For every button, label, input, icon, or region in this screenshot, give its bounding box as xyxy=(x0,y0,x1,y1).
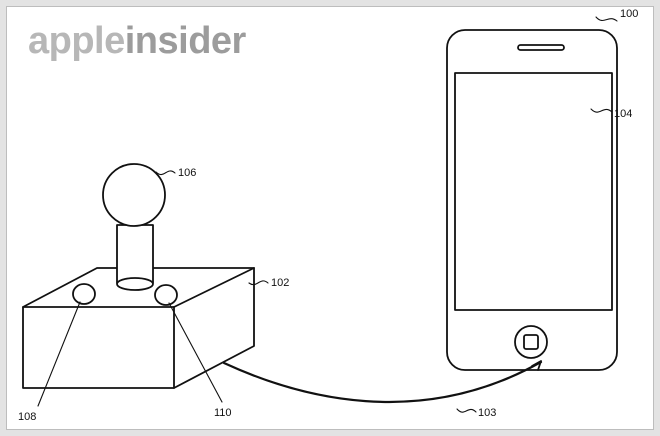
phone-device xyxy=(446,29,618,371)
reference-numerals: 100 104 106 102 103 108 110 xyxy=(18,8,638,423)
joystick-stick xyxy=(116,224,154,284)
leader-103 xyxy=(456,408,477,413)
stick-collar xyxy=(116,277,154,291)
label-102: 102 xyxy=(271,277,289,289)
phone-body xyxy=(446,29,618,371)
phone-screen xyxy=(454,72,613,311)
button-right xyxy=(154,284,178,306)
base-side-top-edge xyxy=(173,267,255,308)
label-104: 104 xyxy=(614,108,632,120)
figure-border xyxy=(6,6,654,430)
cable-plug xyxy=(531,360,542,371)
leader-108 xyxy=(37,301,81,407)
label-103: 103 xyxy=(478,407,496,419)
phone-speaker-slot xyxy=(517,44,565,51)
home-button xyxy=(514,325,548,359)
connector-cable xyxy=(222,360,543,404)
button-left xyxy=(72,283,96,305)
leader-104 xyxy=(590,108,613,113)
label-100: 100 xyxy=(620,8,638,20)
joystick-controller xyxy=(22,163,255,389)
label-108: 108 xyxy=(18,411,36,423)
leader-106 xyxy=(155,170,176,176)
home-button-icon xyxy=(523,334,539,350)
leader-102 xyxy=(248,280,269,286)
label-110: 110 xyxy=(214,407,232,419)
appleinsider-watermark: appleinsider xyxy=(28,20,246,62)
leader-110 xyxy=(168,302,223,403)
leader-100 xyxy=(595,16,618,22)
joystick-ball xyxy=(102,163,166,227)
label-106: 106 xyxy=(178,167,196,179)
leader-lines xyxy=(37,16,618,413)
